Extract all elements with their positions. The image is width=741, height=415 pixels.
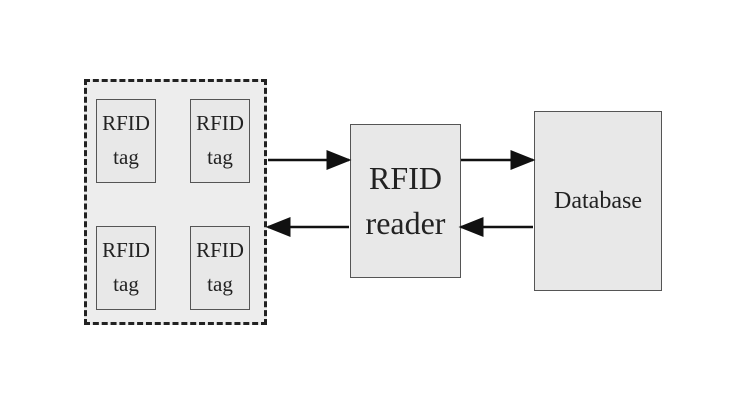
tag-label: RFID xyxy=(196,238,244,263)
tag-label: tag xyxy=(113,272,139,296)
rfid-tag-1: RFID tag xyxy=(96,99,156,183)
reader-label: reader xyxy=(365,205,446,241)
tag-label: RFID xyxy=(102,111,150,136)
tag-label: RFID xyxy=(196,111,244,136)
rfid-tag-3: RFID tag xyxy=(96,226,156,310)
reader-label: RFID xyxy=(369,160,442,197)
rfid-tag-4: RFID tag xyxy=(190,226,250,310)
tag-label: tag xyxy=(207,145,233,169)
rfid-tag-2: RFID tag xyxy=(190,99,250,183)
tag-label: tag xyxy=(207,272,233,296)
rfid-reader: RFID reader xyxy=(350,124,461,278)
database: Database xyxy=(534,111,662,291)
database-label: Database xyxy=(554,187,642,214)
tag-label: RFID xyxy=(102,238,150,263)
tag-label: tag xyxy=(113,145,139,169)
